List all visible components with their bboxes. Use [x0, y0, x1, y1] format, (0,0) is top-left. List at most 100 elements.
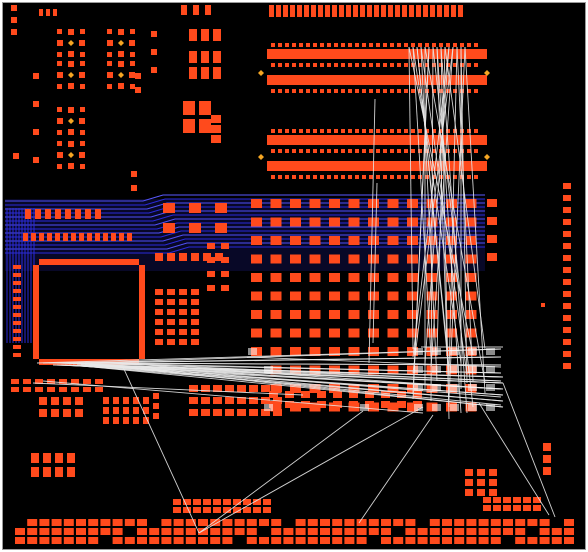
edge-connector-pad	[304, 5, 309, 17]
pad	[45, 209, 51, 219]
pad	[563, 279, 571, 285]
connector-pad	[397, 63, 401, 67]
connector-pad	[313, 149, 317, 153]
bga-ball	[270, 273, 282, 282]
pad	[191, 253, 199, 261]
pad	[13, 289, 21, 293]
pad	[55, 233, 60, 241]
pad	[39, 397, 47, 405]
edge-connector-pad	[320, 519, 330, 526]
ratsnest-line	[420, 46, 468, 376]
pad	[225, 409, 234, 416]
connector-pad	[397, 129, 401, 133]
bga-ball	[329, 310, 340, 319]
pad	[155, 329, 163, 335]
pad	[11, 17, 17, 23]
pad	[80, 130, 85, 135]
connector-pad	[299, 89, 303, 93]
connector-pad	[432, 149, 436, 153]
edge-connector-pad	[356, 519, 367, 526]
edge-connector-pad	[222, 528, 233, 535]
pad	[191, 319, 199, 325]
pad	[75, 397, 83, 405]
connector-pad	[411, 149, 415, 153]
edge-connector-pad	[297, 5, 302, 17]
edge-connector-pad	[124, 519, 135, 526]
connector-pad	[369, 63, 373, 67]
pad	[79, 233, 84, 241]
pad	[13, 281, 21, 285]
connector-pad	[404, 43, 408, 47]
pad	[193, 5, 199, 15]
ratsnest-line	[430, 46, 434, 402]
pad	[563, 267, 571, 273]
pad	[130, 61, 135, 66]
edge-connector-pad	[246, 537, 257, 544]
pad	[57, 40, 63, 46]
trace	[5, 198, 485, 206]
pad	[349, 391, 358, 398]
connector-pad	[474, 43, 478, 47]
pad	[11, 379, 19, 384]
pad	[155, 253, 163, 261]
edge-connector-pad	[295, 537, 306, 544]
bga-ball	[348, 217, 360, 227]
connector-pad	[383, 129, 387, 133]
highlighted-pin	[450, 348, 459, 355]
bga-ball	[290, 217, 301, 227]
bga-ball	[465, 199, 477, 208]
edge-connector-pad	[368, 528, 379, 535]
bga-ball	[309, 273, 321, 282]
edge-connector-pad	[405, 537, 416, 544]
bga-ball	[368, 199, 379, 208]
edge-connector-pad	[39, 528, 50, 535]
connector-pad	[320, 149, 324, 153]
pad	[13, 265, 21, 269]
pad	[130, 52, 135, 57]
pad	[83, 379, 91, 384]
edge-connector-pad	[381, 5, 386, 17]
bga-ball	[465, 217, 477, 227]
connector-pad	[348, 149, 352, 153]
pad	[57, 152, 63, 158]
connector-pad	[432, 89, 436, 93]
pad	[487, 253, 497, 261]
pad	[68, 83, 74, 89]
edge-connector-pad	[149, 537, 160, 544]
pad	[233, 507, 241, 513]
pad	[213, 397, 222, 404]
edge-connector-pad	[137, 537, 147, 544]
pad	[189, 203, 201, 213]
pad	[35, 209, 41, 219]
connector-pad	[341, 149, 345, 153]
pcb-canvas[interactable]	[3, 3, 585, 549]
edge-connector-pad	[161, 537, 172, 544]
pad	[11, 29, 17, 35]
pad	[13, 321, 21, 325]
pad	[33, 157, 39, 163]
bga-ball	[251, 254, 262, 264]
connector-pad	[348, 43, 352, 47]
connector-pad	[418, 149, 422, 153]
connector-pad	[460, 63, 464, 67]
edge-connector-pad	[276, 5, 281, 17]
pad	[221, 285, 229, 291]
pad	[59, 387, 67, 392]
bga-ball	[329, 217, 340, 227]
pad	[333, 391, 342, 398]
trace	[5, 246, 485, 254]
connector-pad	[390, 175, 394, 179]
bga-ball	[348, 199, 360, 208]
bga-ball	[348, 347, 360, 356]
ratsnest-line	[198, 406, 424, 534]
ratsnest-line	[368, 98, 376, 364]
connector-pad	[292, 63, 296, 67]
pad	[167, 253, 175, 261]
bga-ball	[270, 328, 282, 338]
qfp-pin-row	[33, 265, 39, 359]
bga-ball	[465, 291, 477, 301]
connector-pad	[320, 43, 324, 47]
edge-connector-pad	[210, 528, 221, 535]
bga-ball	[348, 236, 360, 245]
